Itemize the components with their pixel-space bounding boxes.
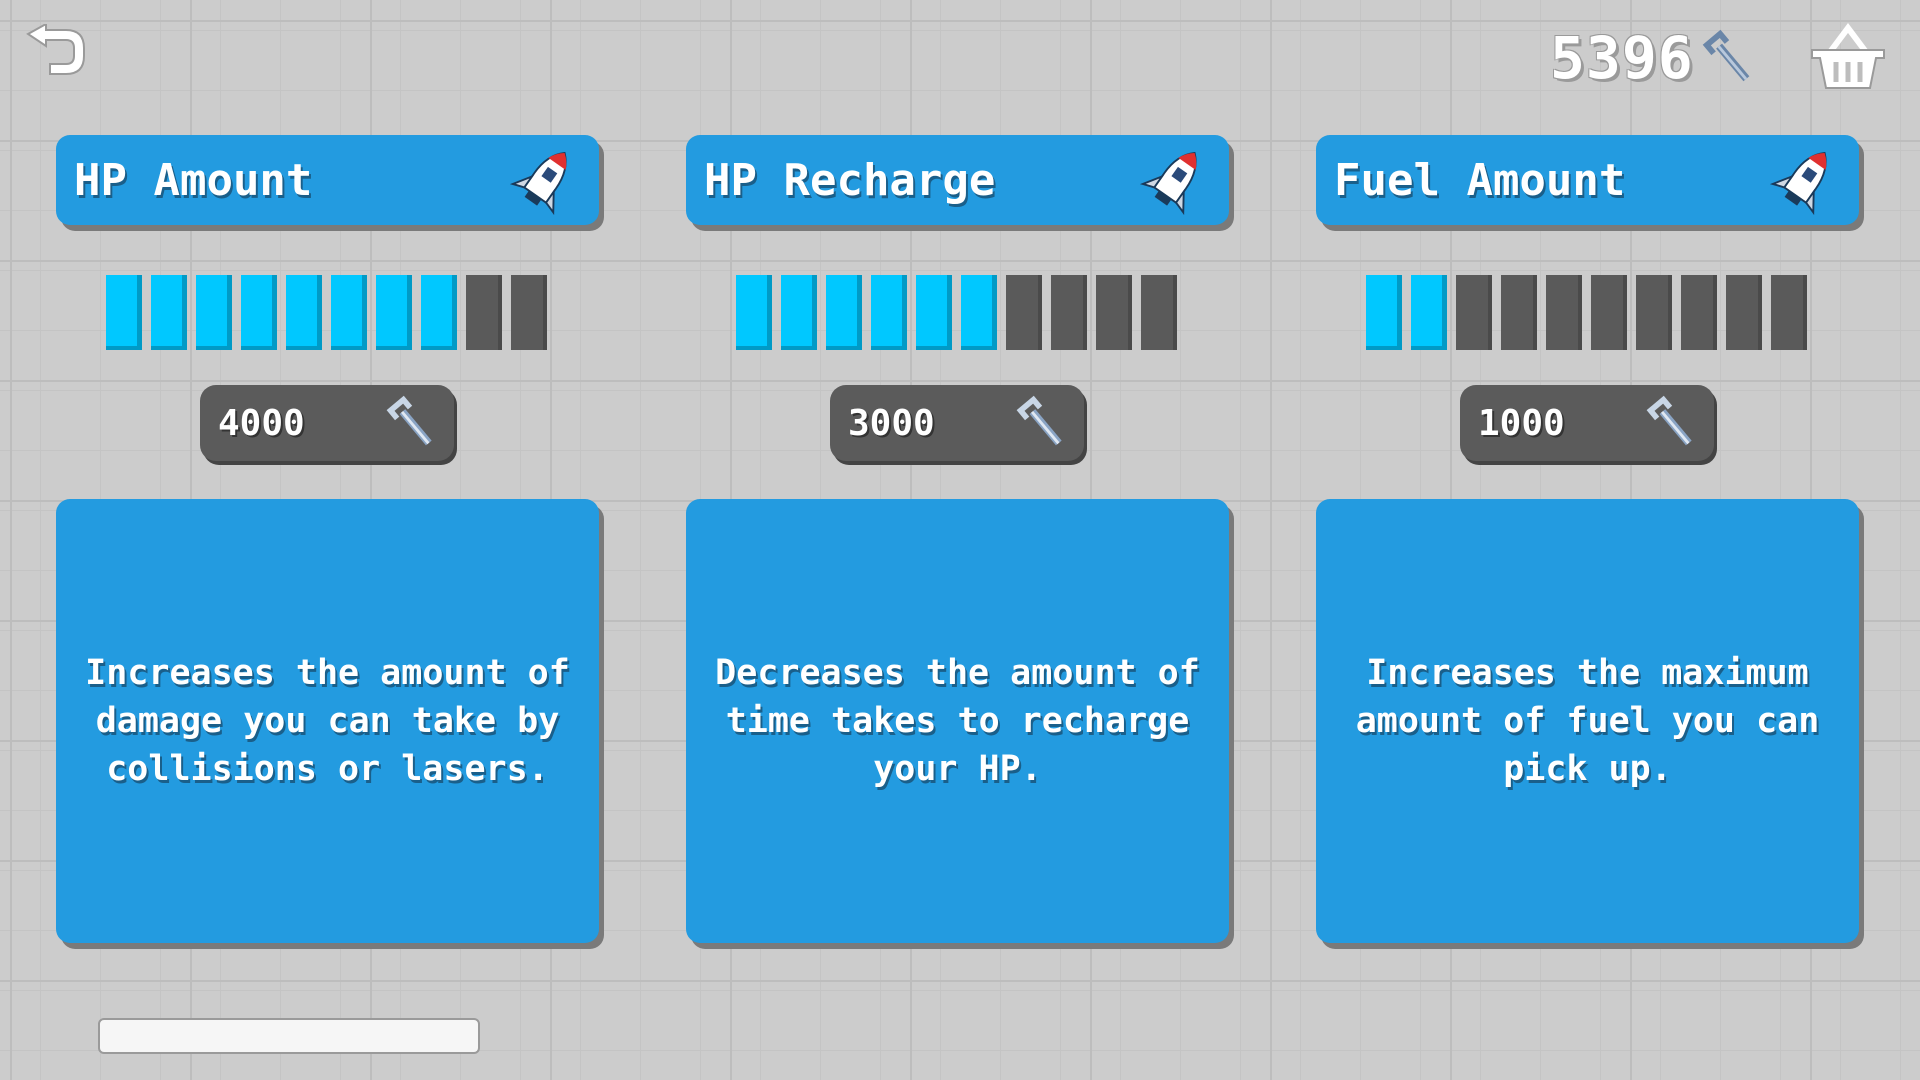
level-bar-empty — [1636, 275, 1672, 350]
buy-button[interactable]: 1000 — [1460, 385, 1714, 461]
level-bar-filled — [376, 275, 412, 350]
upgrade-description-panel: Decreases the amount of time takes to re… — [686, 499, 1229, 943]
upgrade-description: Decreases the amount of time takes to re… — [715, 653, 1200, 789]
level-bar-filled — [871, 275, 907, 350]
currency-value: 5396 — [1550, 24, 1694, 92]
level-bar-empty — [1006, 275, 1042, 350]
shop-button[interactable] — [1808, 22, 1888, 94]
upgrade-hp-recharge: HP Recharge 3000 Decreases the amount of… — [686, 135, 1229, 947]
rocket-icon — [1769, 151, 1827, 216]
level-bar-empty — [466, 275, 502, 350]
wrench-icon — [1646, 395, 1692, 446]
back-arrow-icon — [26, 22, 85, 75]
wrench-icon — [1016, 395, 1062, 446]
level-bar-empty — [1726, 275, 1762, 350]
upgrade-header[interactable]: HP Amount — [56, 135, 599, 225]
upgrade-description: Increases the amount of damage you can t… — [85, 653, 570, 789]
upgrade-title: HP Amount — [74, 154, 313, 206]
level-bar-filled — [331, 275, 367, 350]
upgrade-header[interactable]: Fuel Amount — [1316, 135, 1859, 225]
level-bar-empty — [1681, 275, 1717, 350]
buy-button[interactable]: 3000 — [830, 385, 1084, 461]
bottom-bar — [98, 1018, 480, 1054]
level-bar-empty — [1096, 275, 1132, 350]
upgrade-description-panel: Increases the amount of damage you can t… — [56, 499, 599, 943]
level-bar-filled — [1366, 275, 1402, 350]
level-bar-empty — [1501, 275, 1537, 350]
level-bars — [736, 275, 1186, 350]
upgrade-header[interactable]: HP Recharge — [686, 135, 1229, 225]
buy-button[interactable]: 4000 — [200, 385, 454, 461]
level-bar-filled — [151, 275, 187, 350]
level-bar-empty — [1456, 275, 1492, 350]
upgrade-hp-amount: HP Amount 4000 Increases the amount of d… — [56, 135, 599, 947]
level-bar-filled — [961, 275, 997, 350]
wrench-icon — [386, 395, 432, 446]
level-bar-filled — [781, 275, 817, 350]
shop-basket-icon — [1811, 23, 1885, 89]
level-bar-empty — [1051, 275, 1087, 350]
level-bar-filled — [286, 275, 322, 350]
currency-display: 5396 — [1550, 18, 1758, 98]
upgrade-title: Fuel Amount — [1334, 154, 1626, 206]
rocket-icon — [509, 151, 567, 216]
level-bars — [106, 275, 556, 350]
level-bar-empty — [1141, 275, 1177, 350]
level-bar-filled — [916, 275, 952, 350]
upgrade-fuel-amount: Fuel Amount 1000 Increases the maximum a… — [1316, 135, 1859, 947]
level-bar-empty — [1591, 275, 1627, 350]
level-bar-empty — [1546, 275, 1582, 350]
level-bar-filled — [1411, 275, 1447, 350]
price-value: 4000 — [218, 402, 305, 444]
level-bar-filled — [421, 275, 457, 350]
level-bar-filled — [826, 275, 862, 350]
level-bar-filled — [196, 275, 232, 350]
level-bar-empty — [1771, 275, 1807, 350]
wrench-icon — [1702, 29, 1750, 82]
price-value: 3000 — [848, 402, 935, 444]
level-bar-filled — [241, 275, 277, 350]
upgrade-title: HP Recharge — [704, 154, 996, 206]
level-bar-filled — [106, 275, 142, 350]
upgrade-description: Increases the maximum amount of fuel you… — [1355, 653, 1820, 789]
upgrade-description-panel: Increases the maximum amount of fuel you… — [1316, 499, 1859, 943]
level-bar-empty — [511, 275, 547, 350]
level-bar-filled — [736, 275, 772, 350]
rocket-icon — [1139, 151, 1197, 216]
price-value: 1000 — [1478, 402, 1565, 444]
back-button[interactable] — [20, 22, 90, 84]
level-bars — [1366, 275, 1816, 350]
